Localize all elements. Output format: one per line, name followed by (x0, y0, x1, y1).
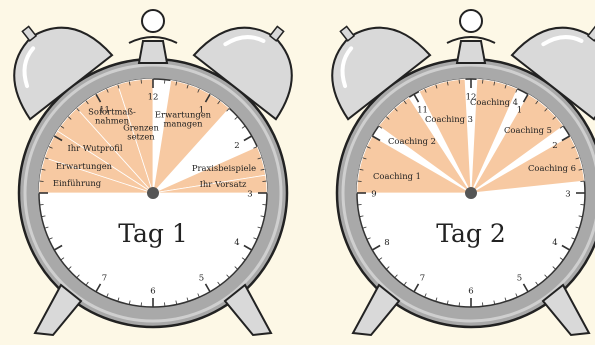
segment-label-line: Erwartungen (56, 161, 113, 171)
segment-label-line: Coaching 5 (504, 125, 552, 135)
segment-label: Coaching 5 (504, 125, 552, 135)
handle-stem (139, 41, 167, 63)
segment-label-line: Ihr Vorsatz (200, 179, 247, 189)
center-pin (465, 187, 477, 199)
segment-label: Erwartungen (56, 161, 113, 171)
hour-number: 2 (552, 141, 557, 151)
handle-stem (457, 41, 485, 63)
segment-label: Ihr Wutprofil (67, 143, 122, 153)
hour-number: 2 (234, 141, 239, 151)
center-pin (147, 187, 159, 199)
segment-label-line: Ihr Wutprofil (67, 143, 122, 153)
hour-number: 9 (371, 190, 376, 200)
segment-label: Coaching 2 (388, 136, 436, 146)
top-handle (447, 10, 495, 63)
hour-number: 3 (565, 190, 570, 200)
hour-number: 12 (148, 93, 159, 103)
segment-label: Praxisbeispiele (192, 163, 256, 173)
segment-label: Coaching 4 (470, 97, 518, 107)
top-handle (129, 10, 177, 63)
segment-label: Coaching 1 (373, 171, 421, 181)
day-label: Tag 2 (436, 219, 506, 248)
segment-label-line: Coaching 6 (528, 163, 576, 173)
hour-number: 6 (150, 287, 155, 297)
segment-label: Coaching 6 (528, 163, 576, 173)
handle-ring (460, 10, 482, 32)
hour-number: 5 (199, 274, 204, 284)
handle-ring (142, 10, 164, 32)
segment-label-line: Coaching 1 (373, 171, 421, 181)
day-label: Tag 1 (118, 219, 188, 248)
segment-label: Coaching 3 (425, 114, 473, 124)
segment-label-line: managen (163, 119, 203, 129)
segment-label-line: setzen (127, 132, 155, 142)
hour-number: 6 (468, 287, 473, 297)
hour-number: 4 (234, 238, 239, 248)
hour-number: 3 (247, 190, 252, 200)
segment-label-line: Coaching 4 (470, 97, 518, 107)
hour-number: 7 (420, 274, 425, 284)
segment-label: Ihr Vorsatz (200, 179, 247, 189)
segment-label-line: Coaching 2 (388, 136, 436, 146)
hour-number: 4 (552, 238, 557, 248)
segment-label: Einführung (53, 178, 102, 188)
segment-label-line: Praxisbeispiele (192, 163, 256, 173)
hour-number: 8 (384, 238, 389, 248)
segment-label-line: Einführung (53, 178, 102, 188)
segment-label-line: Coaching 3 (425, 114, 473, 124)
hour-number: 5 (517, 274, 522, 284)
hour-number: 7 (102, 274, 107, 284)
